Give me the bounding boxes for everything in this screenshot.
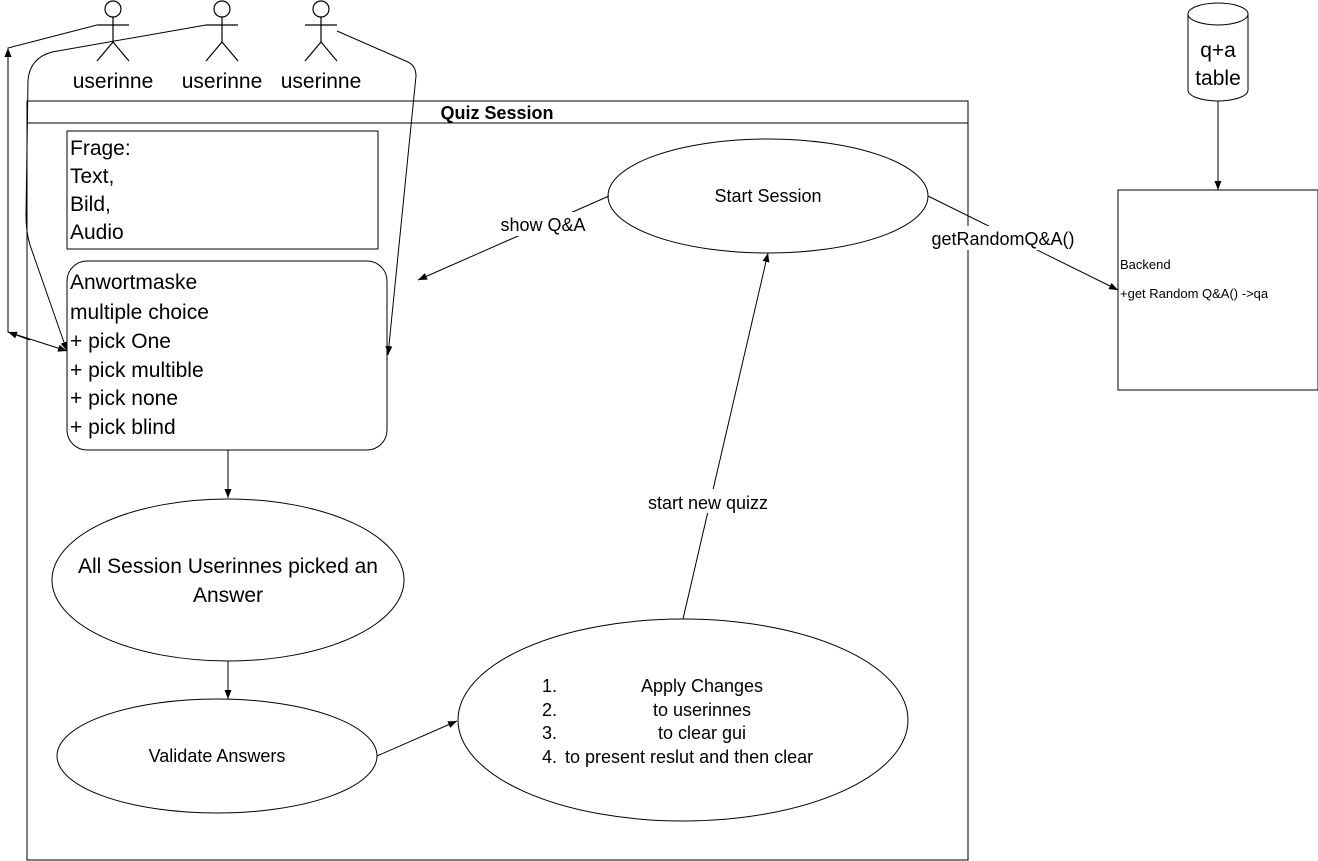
show-qa-label: show Q&A	[500, 215, 585, 235]
validate-label: Validate Answers	[149, 746, 286, 766]
edge-answer-actor1-end	[7, 331, 31, 341]
answer-line-5: + pick none	[70, 387, 178, 410]
actor-3[interactable]	[304, 0, 338, 62]
edge-actor2-answer	[25, 24, 207, 352]
start-new-label-bg	[636, 489, 780, 513]
edge-actor3-answer	[336, 30, 417, 356]
quiz-session-title: Quiz Session	[440, 103, 553, 123]
question-line-2: Text,	[70, 165, 114, 188]
all-picked-node[interactable]	[51, 498, 405, 662]
backend-title: Backend	[1120, 257, 1171, 272]
actor-2[interactable]	[205, 0, 239, 62]
database-line-1: q+a	[1200, 39, 1236, 62]
question-line-3: Bild,	[70, 193, 111, 216]
answer-box[interactable]	[66, 260, 388, 451]
edge-actor1-answer	[7, 24, 98, 352]
database-line-2: table	[1195, 67, 1241, 90]
apply-changes-node[interactable]	[457, 618, 909, 822]
show-qa-label-bg	[492, 212, 596, 236]
connectors	[4, 24, 1222, 757]
get-random-label-bg	[918, 226, 1088, 250]
apply-text-3: to clear gui	[658, 723, 746, 743]
start-new-label: start new quizz	[648, 493, 768, 513]
question-box[interactable]	[66, 130, 379, 250]
qa-table-database[interactable]	[1187, 2, 1249, 102]
answer-line-4: + pick multible	[70, 359, 204, 382]
apply-text-4: to present reslut and then clear	[565, 747, 813, 767]
actor-1-label: userinne	[73, 70, 154, 93]
edge-validate-apply	[376, 720, 458, 757]
apply-num-1: 1.	[542, 676, 557, 696]
apply-text-2: to userinnes	[653, 700, 751, 720]
actor-2-label: userinne	[182, 70, 263, 93]
get-random-label: getRandomQ&A()	[931, 229, 1074, 249]
answer-line-3: + pick One	[70, 330, 171, 353]
edge-start-new-quizz	[682, 252, 770, 620]
edge-show-qa	[417, 195, 610, 281]
apply-num-2: 2.	[542, 700, 557, 720]
apply-line-4: 4.	[542, 747, 557, 767]
quiz-session-container[interactable]	[26, 100, 969, 861]
actor-3-label: userinne	[281, 70, 362, 93]
apply-text-1: Apply Changes	[641, 676, 763, 696]
backend-method: +get Random Q&A() ->qa	[1120, 286, 1269, 301]
answer-line-6: + pick blind	[70, 416, 176, 439]
apply-num-3: 3.	[542, 723, 557, 743]
actor-1[interactable]	[96, 0, 130, 62]
all-picked-line-2: Answer	[193, 584, 263, 607]
question-line-4: Audio	[70, 221, 124, 244]
answer-line-1: Anwortmaske	[70, 271, 197, 294]
answer-line-2: multiple choice	[70, 301, 209, 324]
all-picked-line-1: All Session Userinnes picked an	[78, 555, 378, 578]
question-line-1: Frage:	[70, 137, 131, 160]
start-session-label: Start Session	[714, 186, 821, 206]
